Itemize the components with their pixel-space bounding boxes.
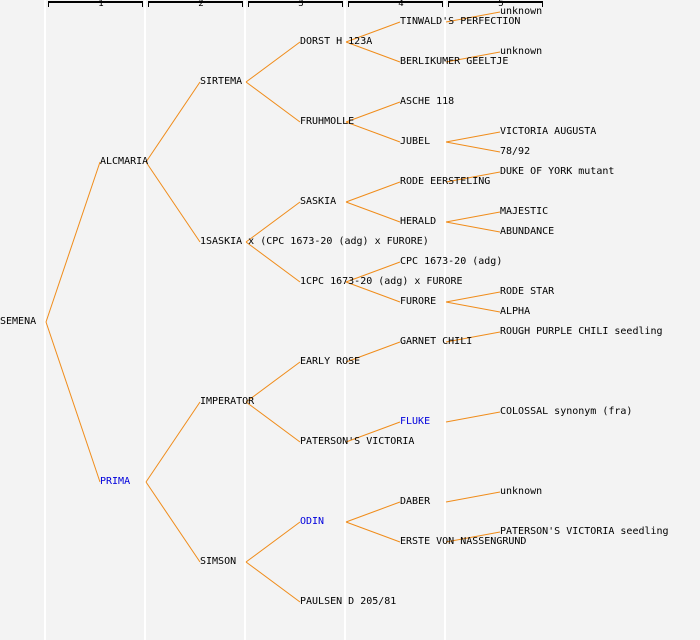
edge-prima-simson (145, 481, 201, 563)
generation-header-3 (248, 1, 343, 7)
variety-node-victoria: VICTORIA AUGUSTA (500, 126, 597, 137)
edge-alcmaria-sirtema (145, 81, 201, 163)
edge-root-prima (45, 321, 101, 483)
variety-node-rough: ROUGH PURPLE CHILI seedling (500, 326, 663, 337)
edge-berlikumer-unk2 (445, 51, 501, 63)
variety-node-1saskia: 1SASKIA x (CPC 1673-20 (adg) x FURORE) (200, 236, 429, 247)
generation-header-5 (448, 1, 543, 7)
variety-node-simson: SIMSON (200, 556, 237, 567)
edge-saskia-rode (345, 181, 401, 203)
variety-node-imperator: IMPERATOR (200, 396, 255, 407)
variety-node-odin[interactable]: ODIN (300, 516, 325, 527)
edge-imperator-patersonv (245, 401, 301, 443)
generation-header-1 (48, 1, 143, 7)
column-divider (444, 0, 446, 640)
edge-odin-daber (345, 501, 401, 523)
generation-label-5: 5 (498, 0, 504, 9)
variety-node-cpc: CPC 1673-20 (adg) (400, 256, 503, 267)
variety-node-patersonv: PATERSON'S VICTORIA (300, 436, 415, 447)
variety-node-furore: FURORE (400, 296, 437, 307)
variety-node-fruhmolle: FRUHMOLLE (300, 116, 355, 127)
variety-node-abundance: ABUNDANCE (500, 226, 555, 237)
edge-daber-unk3 (445, 491, 501, 503)
variety-node-1cpc: 1CPC 1673-20 (adg) x FURORE (300, 276, 463, 287)
column-divider (144, 0, 146, 640)
variety-node-patseed: PATERSON'S VICTORIA seedling (500, 526, 669, 537)
edge-herald-majestic (445, 211, 501, 223)
variety-node-rodestar: RODE STAR (500, 286, 555, 297)
edge-sirtema-fruhmolle (245, 81, 301, 123)
generation-label-2: 2 (198, 0, 204, 9)
edge-dorst-berlikumer (345, 41, 401, 63)
variety-node-alpha: ALPHA (500, 306, 531, 317)
column-divider (244, 0, 246, 640)
variety-node-asche: ASCHE 118 (400, 96, 455, 107)
variety-node-tinwald: TINWALD'S PERFECTION (400, 16, 521, 27)
generation-header-4 (348, 1, 443, 7)
variety-node-alcmaria: ALCMARIA (100, 156, 149, 167)
edge-1saskia-1cpc (245, 241, 301, 283)
edge-earlyrose-garnet (345, 341, 401, 363)
variety-node-majestic: MAJESTIC (500, 206, 549, 217)
edge-simson-odin (245, 521, 301, 563)
variety-node-unk1: unknown (500, 6, 543, 17)
variety-node-jubel: JUBEL (400, 136, 431, 147)
edge-fruhmolle-jubel (345, 121, 401, 143)
edge-herald-abundance (445, 221, 501, 233)
edge-odin-erste (345, 521, 401, 543)
variety-node-berlikumer: BERLIKUMER GEELTJE (400, 56, 509, 67)
edge-fluke-colossal (445, 411, 501, 423)
root-variety[interactable]: SEMENA (0, 316, 37, 327)
edge-tinwald-unk1 (445, 11, 501, 23)
variety-node-colossal: COLOSSAL synonym (fra) (500, 406, 633, 417)
edge-garnet-rough (445, 331, 501, 343)
column-divider (344, 0, 346, 640)
variety-node-erste: ERSTE VON NASSENGRUND (400, 536, 527, 547)
edge-erste-patseed (445, 531, 501, 543)
edge-1cpc-cpc (345, 261, 401, 283)
edge-1cpc-furore (345, 281, 401, 303)
edge-fruhmolle-asche (345, 101, 401, 123)
variety-node-7892: 78/92 (500, 146, 531, 157)
variety-node-rode: RODE EERSTELING (400, 176, 491, 187)
edge-root-alcmaria (45, 161, 101, 323)
variety-node-daber: DABER (400, 496, 431, 507)
variety-node-unk2: unknown (500, 46, 543, 57)
edge-prima-imperator (145, 401, 201, 483)
edge-patersonv-fluke (345, 421, 401, 443)
variety-node-sirtema: SIRTEMA (200, 76, 243, 87)
generation-label-4: 4 (398, 0, 404, 9)
variety-node-dorst: DORST H 123A (300, 36, 373, 47)
generation-header-2 (148, 1, 243, 7)
edge-imperator-earlyrose (245, 361, 301, 403)
edge-simson-paulsen (245, 561, 301, 603)
variety-node-paulsen: PAULSEN D 205/81 (300, 596, 397, 607)
variety-node-herald: HERALD (400, 216, 437, 227)
edge-saskia-herald (345, 201, 401, 223)
edge-1saskia-saskia (245, 201, 301, 243)
edge-jubel-victoria (445, 131, 501, 143)
variety-node-prima[interactable]: PRIMA (100, 476, 131, 487)
generation-label-3: 3 (298, 0, 304, 9)
edge-furore-alpha (445, 301, 501, 313)
edge-alcmaria-1saskia (145, 161, 201, 243)
variety-node-duke: DUKE OF YORK mutant (500, 166, 615, 177)
variety-node-earlyrose: EARLY ROSE (300, 356, 361, 367)
edge-jubel-7892 (445, 141, 501, 153)
edge-furore-rodestar (445, 291, 501, 303)
generation-label-1: 1 (98, 0, 104, 9)
variety-node-garnet: GARNET CHILI (400, 336, 473, 347)
edge-rode-duke (445, 171, 501, 183)
variety-node-fluke[interactable]: FLUKE (400, 416, 431, 427)
variety-node-saskia: SASKIA (300, 196, 337, 207)
edge-dorst-tinwald (345, 21, 401, 43)
column-divider (44, 0, 46, 640)
edge-sirtema-dorst (245, 41, 301, 83)
variety-node-unk3: unknown (500, 486, 543, 497)
